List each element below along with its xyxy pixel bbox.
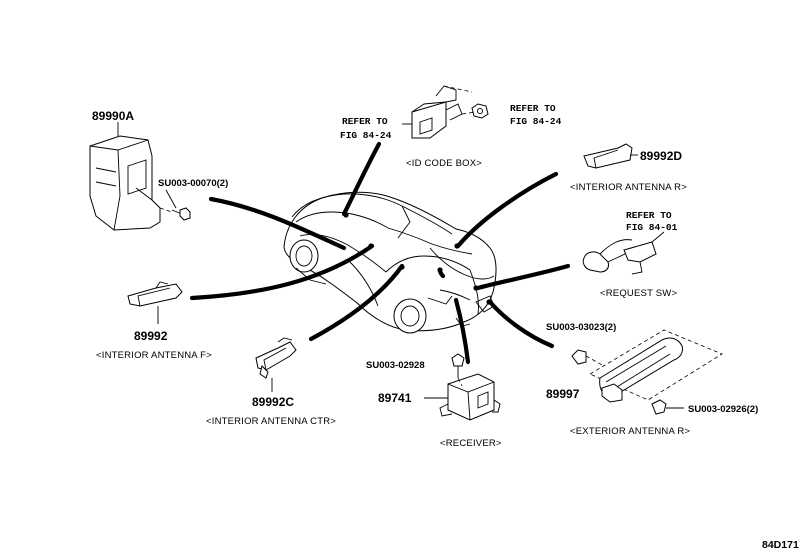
part-number-89997: 89997 <box>546 387 580 401</box>
bolt-00070 <box>159 189 191 221</box>
part-number-89992d: 89992D <box>640 149 682 163</box>
interior-antenna-r <box>583 143 638 169</box>
refer-to-text: REFER TO <box>510 103 556 114</box>
caption-request-sw: <REQUEST SW> <box>600 288 677 299</box>
screw-code-02926: SU003-02926(2) <box>688 404 758 415</box>
exterior-antenna-r <box>571 329 723 403</box>
interior-antenna-f <box>127 281 183 324</box>
caption-receiver: <RECEIVER> <box>440 438 502 449</box>
refer-to-text: REFER TO <box>626 210 672 221</box>
screw-code-02928: SU003-02928 <box>366 360 425 371</box>
part-number-89992c: 89992C <box>252 395 294 409</box>
refer-fig-text: FIG 84-01 <box>626 222 678 233</box>
leader-lines <box>189 141 571 365</box>
leader-dots <box>343 212 492 305</box>
nut-id-code-box <box>471 103 489 119</box>
caption-interior-antenna-f: <INTERIOR ANTENNA F> <box>96 350 212 361</box>
screw-code-00070: SU003-00070(2) <box>158 178 228 189</box>
caption-id-code-box: <ID CODE BOX> <box>406 158 482 169</box>
bolt-02926 <box>651 399 684 415</box>
id-code-box <box>402 85 477 139</box>
bolt-02928 <box>451 353 465 387</box>
screw-code-03023: SU003-03023(2) <box>546 322 616 333</box>
interior-antenna-ctr <box>255 337 297 392</box>
part-number-89990a: 89990A <box>92 109 134 123</box>
caption-interior-antenna-r: <INTERIOR ANTENNA R> <box>570 182 687 193</box>
refer-fig-text: FIG 84-24 <box>510 116 562 127</box>
caption-exterior-antenna-r: <EXTERIOR ANTENNA R> <box>570 426 690 437</box>
part-number-89741: 89741 <box>378 391 412 405</box>
refer-fig-text: FIG 84-24 <box>340 130 392 141</box>
refer-to-text: REFER TO <box>342 116 388 127</box>
request-switch <box>582 231 665 275</box>
figure-code: 84D171 <box>762 539 799 551</box>
caption-interior-antenna-ctr: <INTERIOR ANTENNA CTR> <box>206 416 336 427</box>
car-illustration <box>283 191 497 334</box>
receiver <box>424 373 501 421</box>
part-number-89992: 89992 <box>134 329 168 343</box>
module-89990a <box>89 122 161 231</box>
